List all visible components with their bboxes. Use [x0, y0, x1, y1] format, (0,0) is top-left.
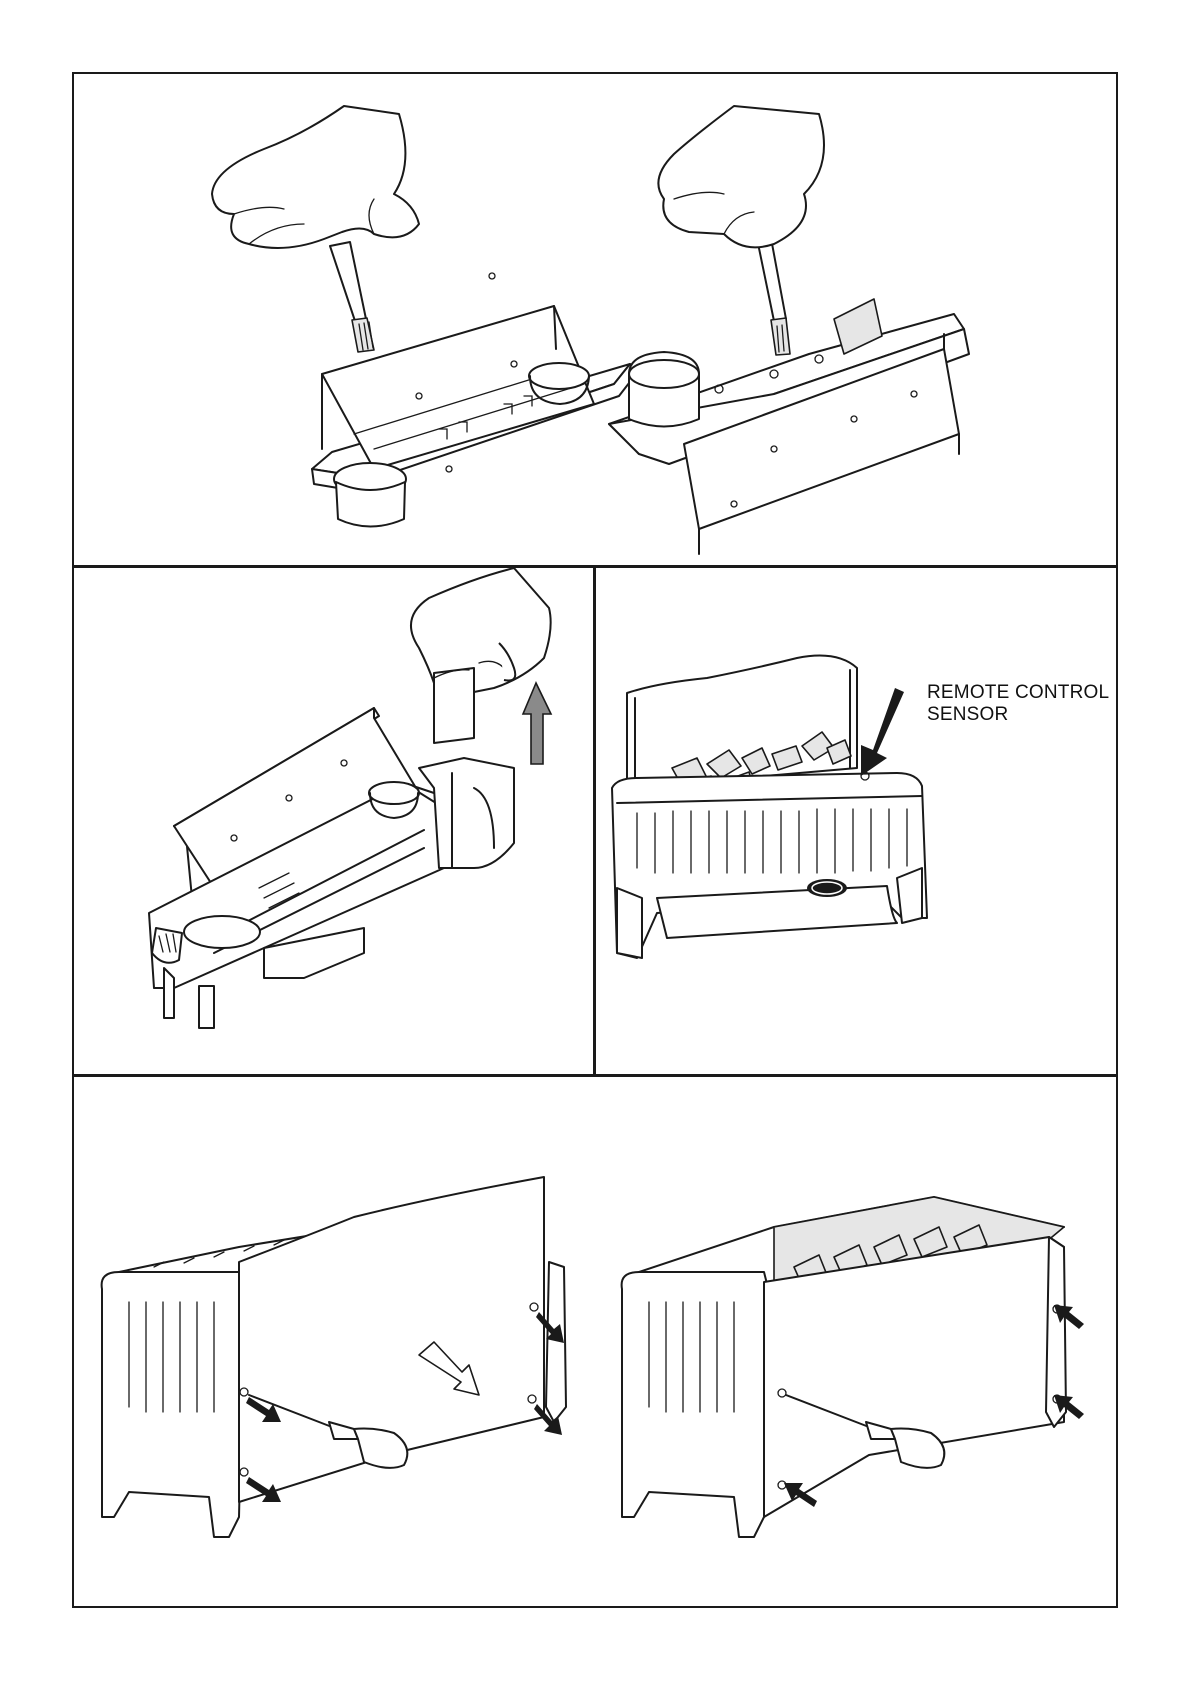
lift-up-arrow — [523, 683, 551, 764]
reservoir-assembly — [149, 708, 454, 1028]
panel-lift-tank — [74, 568, 592, 1073]
dimplex-badge — [807, 879, 847, 897]
sensor-pointer-arrow — [861, 688, 904, 776]
fire-illustration — [597, 568, 1116, 1073]
divider-column — [593, 566, 596, 1075]
panel-remote-sensor: REMOTE CONTROL SENSOR — [597, 568, 1116, 1073]
cleaning-illustration — [74, 74, 1116, 564]
glass-panel-right — [764, 1237, 1066, 1517]
hand-with-brush-left — [212, 106, 419, 352]
screws-illustration — [74, 1077, 1116, 1607]
reservoir-tray-right — [609, 299, 969, 554]
panel-cleaning-brush — [74, 74, 1116, 564]
hand-lifting — [411, 568, 551, 743]
panel-rear-screws — [74, 1077, 1116, 1607]
fire-backpanel — [627, 656, 857, 788]
remote-sensor-label: REMOTE CONTROL SENSOR — [927, 682, 1112, 726]
hand-with-brush-right — [658, 106, 824, 355]
fire-surround — [612, 773, 927, 958]
lift-tank-illustration — [74, 568, 592, 1073]
